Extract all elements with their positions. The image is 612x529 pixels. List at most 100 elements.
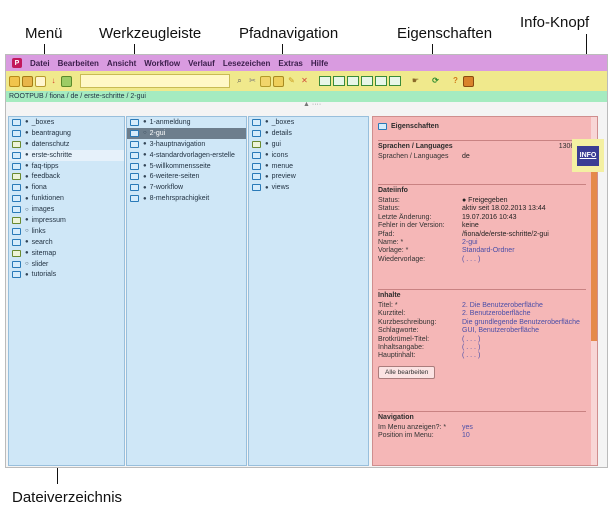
toolbar: ↓ ⌕ ✂ ✎ ✕ ☛ ⟳ ? [6, 71, 607, 91]
paste-icon[interactable] [273, 75, 284, 87]
menu-datei[interactable]: Datei [30, 58, 50, 68]
property-key: Sprachen / Languages [378, 153, 449, 160]
list-item[interactable]: ●icons [249, 150, 368, 161]
list-item[interactable]: ●_boxes [9, 117, 124, 128]
property-value[interactable]: ( . . . ) [462, 344, 481, 352]
list-item[interactable]: ●feedback [9, 171, 124, 182]
list-item-label: menue [271, 162, 294, 170]
status-dot-icon: ● [143, 152, 147, 159]
info-button[interactable]: INFO [577, 145, 599, 166]
list-item[interactable]: ●beantragung [9, 128, 124, 139]
edit-icon[interactable] [61, 75, 72, 87]
menu-extras[interactable]: Extras [278, 58, 303, 68]
list-item[interactable]: ●sitemap [9, 248, 124, 259]
view-6-icon[interactable] [389, 76, 401, 86]
search-input[interactable] [80, 74, 230, 88]
properties-scroll-thumb[interactable] [591, 165, 597, 341]
collapse-handle[interactable]: ▲ ···· [303, 101, 322, 108]
down-arrow-icon[interactable]: ↓ [51, 76, 56, 85]
list-item[interactable]: ○images [9, 204, 124, 215]
list-item[interactable]: ●details [249, 128, 368, 139]
list-item[interactable]: ●gui [249, 139, 368, 150]
properties-scrollbar[interactable] [591, 117, 597, 465]
list-item[interactable]: ●impressum [9, 215, 124, 226]
refresh-icon[interactable]: ⟳ [432, 76, 439, 85]
list-item[interactable]: ●5-willkommensseite [127, 161, 246, 172]
list-item[interactable]: ○slider [9, 259, 124, 270]
list-item-label: gui [271, 140, 281, 148]
property-value[interactable]: ( . . . ) [462, 352, 481, 360]
menu-ansicht[interactable]: Ansicht [106, 58, 137, 68]
list-item[interactable]: ●preview [249, 171, 368, 182]
list-item[interactable]: ●funktionen [9, 193, 124, 204]
property-value[interactable]: yes [462, 424, 473, 431]
copy-icon[interactable] [260, 75, 271, 87]
menu-verlauf[interactable]: Verlauf [188, 58, 215, 68]
menu-hilfe[interactable]: Hilfe [310, 58, 329, 68]
preview-icon[interactable]: ☛ [411, 76, 420, 85]
status-dot-icon: ● [143, 141, 147, 148]
help-icon[interactable]: ? [453, 76, 458, 85]
list-item[interactable]: ●menue [249, 161, 368, 172]
list-item[interactable]: ○2-gui [127, 127, 246, 139]
list-item[interactable]: ●1-anmeldung [127, 117, 246, 128]
list-item[interactable]: ●search [9, 237, 124, 248]
property-key: Brotkrümel-Titel: [378, 335, 430, 343]
list-item[interactable]: ●6-weitere-seiten [127, 171, 246, 182]
list-item[interactable]: ●tutorials [9, 269, 124, 280]
folder-icon [12, 151, 21, 159]
list-item[interactable]: ○links [9, 226, 124, 237]
section-content: Inhalte Titel: *2. Die Benutzeroberfläch… [378, 289, 586, 379]
property-value[interactable]: ( . . . ) [462, 335, 481, 343]
list-item[interactable]: ●fiona [9, 182, 124, 193]
list-item[interactable]: ●8-mehrsprachigkeit [127, 193, 246, 204]
list-item-label: 4-standardvorlagen-erstelle [149, 151, 235, 159]
list-item[interactable]: ●7-workflow [127, 182, 246, 193]
list-item[interactable]: ●datenschutz [9, 139, 124, 150]
view-5-icon[interactable] [375, 76, 387, 86]
list-item[interactable]: ●4-standardvorlagen-erstelle [127, 150, 246, 161]
book-icon[interactable] [463, 75, 474, 87]
property-row: Position im Menu: 10 [378, 432, 586, 440]
property-key: Letzte Änderung: [378, 213, 432, 221]
property-value[interactable]: Standard-Ordner [462, 247, 515, 255]
status-dot-icon: ● [265, 184, 269, 191]
list-item[interactable]: ●3-hauptnavigation [127, 139, 246, 150]
breadcrumb[interactable]: ROOTPUB / fiona / de / erste-schritte / … [6, 91, 607, 102]
view-3-icon[interactable] [347, 76, 359, 86]
property-row: Vorlage: *Standard-Ordner [378, 247, 586, 255]
edit-all-button[interactable]: Alle bearbeiten [378, 365, 436, 379]
property-value[interactable]: ( . . . ) [462, 255, 481, 263]
property-key: Kurzbeschreibung: [378, 318, 437, 326]
view-4-icon[interactable] [361, 76, 373, 86]
view-1-icon[interactable] [319, 76, 331, 86]
menu-bearbeiten[interactable]: Bearbeiten [57, 58, 99, 68]
delete-icon[interactable]: ✕ [301, 76, 308, 85]
list-item[interactable]: ●_boxes [249, 117, 368, 128]
folder-open-icon[interactable] [9, 75, 20, 87]
rename-icon[interactable]: ✎ [288, 76, 295, 85]
cut-icon[interactable]: ✂ [249, 76, 256, 85]
property-value[interactable]: GUI, Benutzeroberfläche [462, 327, 540, 335]
property-value[interactable]: Die grundlegende Benutzeroberfläche [462, 318, 580, 326]
menu-lesezeichen[interactable]: Lesezeichen [222, 58, 271, 68]
property-key: Position im Menu: [378, 432, 434, 440]
new-folder-icon[interactable] [22, 75, 33, 87]
list-item[interactable]: ●faq-tipps [9, 161, 124, 172]
property-value[interactable]: 2. Die Benutzeroberfläche [462, 302, 543, 309]
search-icon[interactable]: ⌕ [237, 76, 242, 85]
new-file-icon[interactable] [35, 75, 46, 87]
folder-icon [130, 151, 139, 159]
view-2-icon[interactable] [333, 76, 345, 86]
list-item[interactable]: ●views [249, 182, 368, 193]
property-value[interactable]: 10 [462, 432, 470, 440]
status-dot-icon: ● [265, 130, 269, 137]
menu-workflow[interactable]: Workflow [144, 58, 181, 68]
folder-icon [130, 162, 139, 170]
list-item[interactable]: ●erste-schritte [9, 149, 124, 161]
property-value[interactable]: 2-gui [462, 239, 478, 247]
property-value[interactable]: 2. Benutzeroberfläche [462, 310, 531, 318]
status-dot-icon: ○ [25, 261, 29, 268]
section-content-title: Inhalte [378, 292, 401, 299]
